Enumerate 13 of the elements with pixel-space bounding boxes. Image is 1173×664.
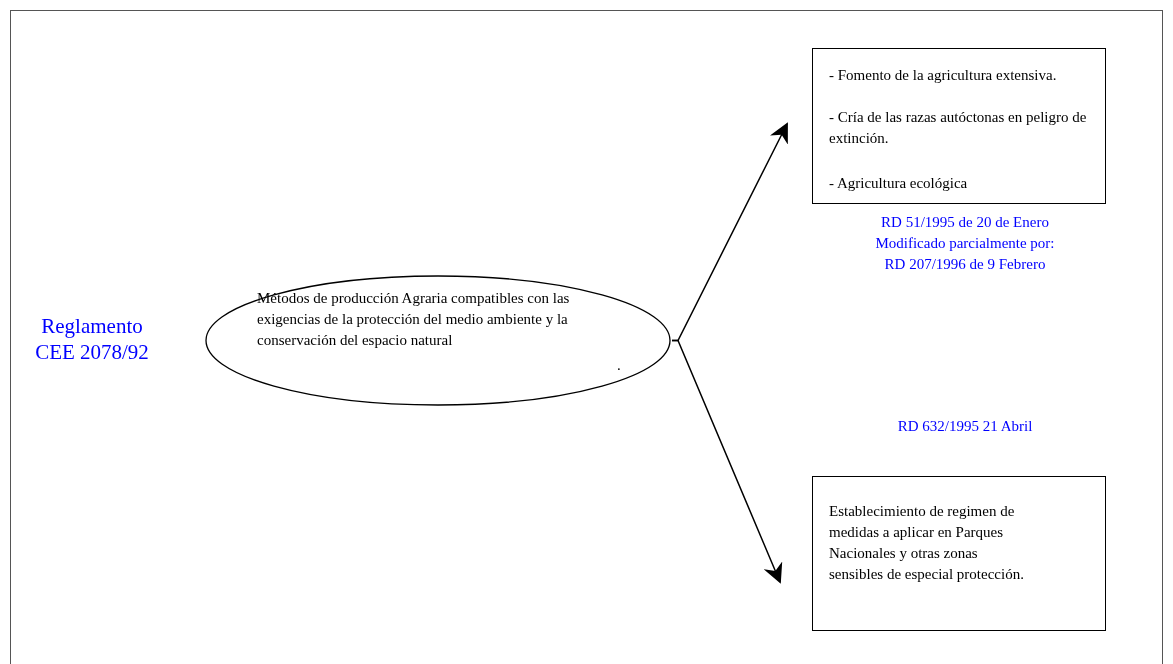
regulation-title: Reglamento CEE 2078/92 [34, 313, 150, 365]
text-box [812, 48, 1106, 204]
ellipse-text: Métodos de producción Agraria compatibles con las exigencias de la protección del medio ambiente y la conservación del espacio natural [257, 289, 571, 350]
box-text: - Fomento de la agricultura extensiva. [829, 66, 1058, 85]
regulation-note: RD 51/1995 de 20 de Enero Modificado parcialmente por: RD 207/1996 de 9 Febrero [874, 213, 1056, 274]
box-text: - Cría de las razas autóctonas en peligro de extinción. [829, 108, 1088, 148]
dot-mark: . [617, 356, 622, 375]
text-box [812, 476, 1106, 631]
regulation-note: RD 632/1995 21 Abril [896, 417, 1034, 436]
box-text: - Agricultura ecológica [829, 174, 969, 193]
box-text: Establecimiento de regimen de medidas a aplicar en Parques Nacionales y otras zonas sensibles de especial protección. [829, 502, 1025, 584]
ellipse-shape [205, 275, 671, 406]
arrow [671, 339, 783, 584]
